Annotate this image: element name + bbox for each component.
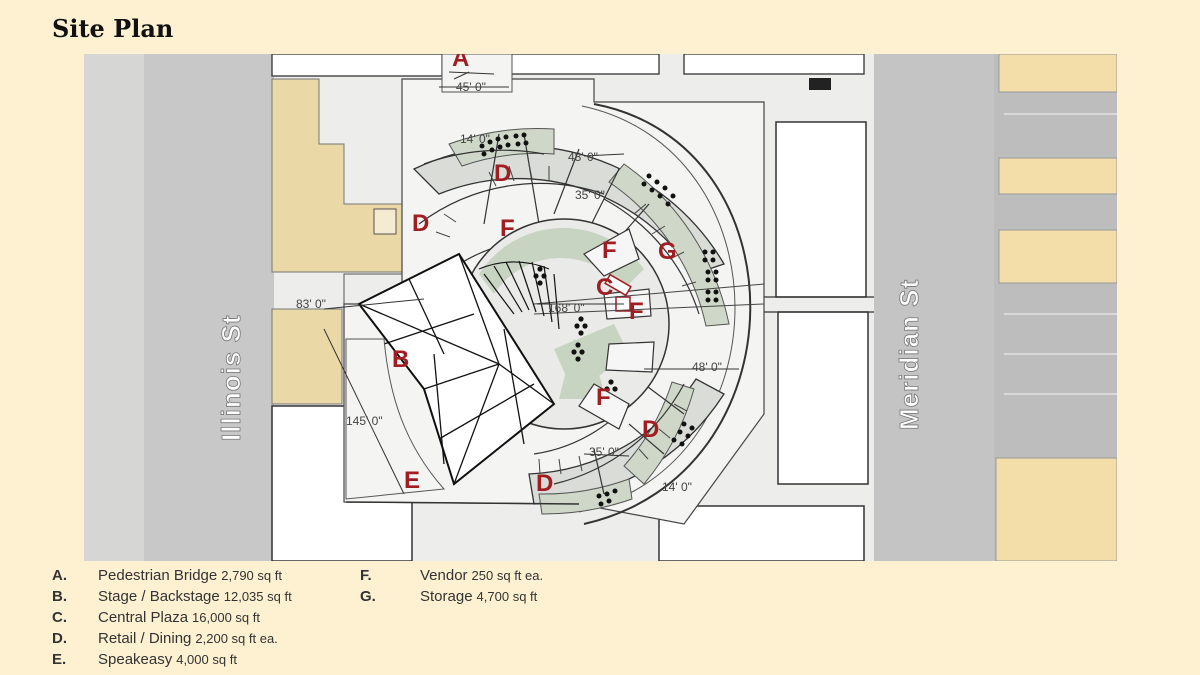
dim-inner-width-top: 35' 0"	[575, 188, 605, 202]
dim-ring-width-bottom: 48' 0"	[692, 360, 722, 374]
zone-label-d4: D	[536, 470, 553, 497]
zone-label-f4: F	[596, 384, 611, 411]
illinois-street	[144, 54, 274, 561]
zone-label-g: G	[658, 238, 677, 265]
illinois-st-label: Illinois St	[216, 314, 246, 441]
meridian-st-label: Meridian St	[894, 279, 924, 430]
zone-label-f2: F	[602, 237, 617, 264]
zone-label-a: A	[452, 54, 469, 72]
zone-label-f3: F	[629, 298, 644, 325]
zone-label-e: E	[404, 467, 420, 494]
zone-label-d1: D	[494, 160, 511, 187]
dim-bridge-width: 45' 0"	[456, 80, 486, 94]
dim-west-offset: 83' 0"	[296, 297, 326, 311]
site-plan-map: A B C E G D D D D F F F F 45' 0" 83' 0" …	[84, 54, 1117, 561]
dim-inner-width-bottom: 35' 0"	[589, 445, 619, 459]
dim-stage-length: 145' 0"	[346, 414, 383, 428]
dim-plaza-diameter: 168' 0"	[548, 301, 585, 315]
dim-retail-depth-top: 14' 0"	[460, 132, 490, 146]
zone-label-b: B	[392, 346, 409, 373]
page-title: Site Plan	[52, 14, 174, 43]
dim-ring-width-top: 48' 0"	[568, 150, 598, 164]
zone-label-f1: F	[500, 215, 515, 242]
meridian-street	[874, 54, 994, 561]
stage-area	[357, 252, 556, 486]
dim-retail-depth-bottom: 14' 0"	[662, 480, 692, 494]
zone-label-c: C	[596, 274, 613, 301]
zone-label-d3: D	[642, 416, 659, 443]
zone-label-d2: D	[412, 210, 429, 237]
